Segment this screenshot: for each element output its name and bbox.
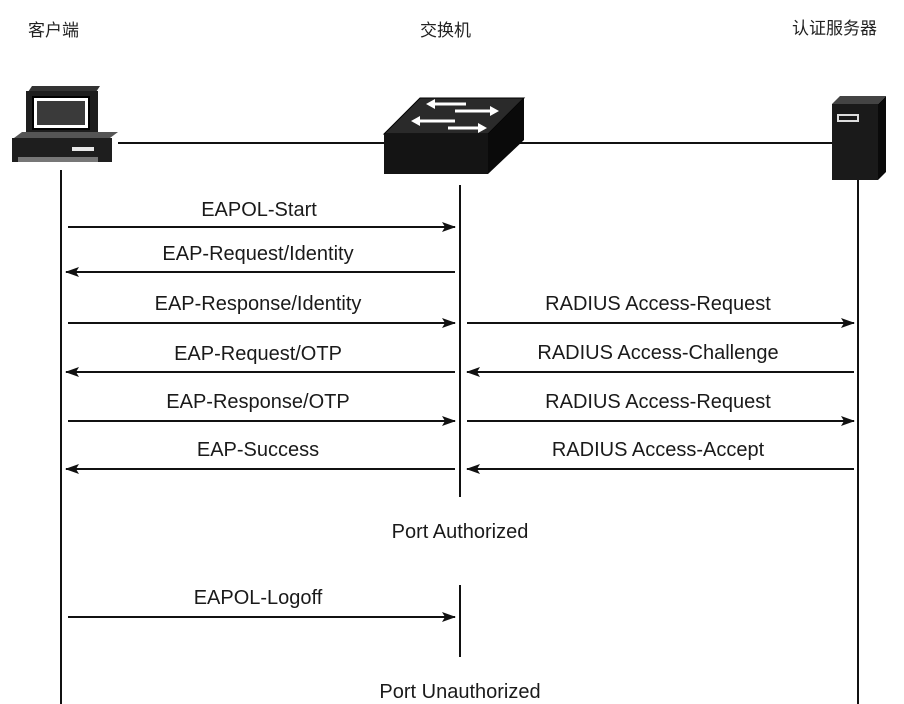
message-label: EAP-Request/OTP (174, 343, 342, 365)
message-label: EAP-Request/Identity (162, 243, 353, 265)
server-tower-icon (832, 96, 886, 180)
message-6: RADIUS Access-Challenge (466, 342, 854, 377)
message-label: EAP-Response/Identity (155, 293, 362, 315)
client-label: 客户端 (28, 21, 79, 41)
message-11: EAPOL-Logoff (68, 587, 456, 622)
network-switch-icon (382, 97, 526, 174)
port-authorized-label: Port Authorized (392, 521, 529, 543)
message-5: EAP-Request/OTP (65, 343, 455, 377)
message-7: EAP-Response/OTP (68, 391, 456, 426)
message-label: RADIUS Access-Request (545, 391, 771, 413)
switch-label: 交换机 (420, 21, 471, 41)
message-label: RADIUS Access-Accept (552, 439, 765, 461)
message-label: EAP-Response/OTP (166, 391, 349, 413)
message-label: RADIUS Access-Request (545, 293, 771, 315)
message-1: EAPOL-Start (68, 199, 456, 232)
message-3: EAP-Response/Identity (68, 293, 456, 328)
message-label: RADIUS Access-Challenge (537, 342, 778, 364)
message-4: RADIUS Access-Request (467, 293, 855, 328)
server-label: 认证服务器 (792, 19, 877, 39)
message-label: EAPOL-Start (201, 199, 317, 221)
message-9: EAP-Success (65, 439, 455, 474)
message-label: EAPOL-Logoff (194, 587, 323, 609)
message-10: RADIUS Access-Accept (466, 439, 854, 474)
message-2: EAP-Request/Identity (65, 243, 455, 277)
message-8: RADIUS Access-Request (467, 391, 855, 426)
port-unauthorized-label: Port Unauthorized (379, 681, 540, 703)
computer-icon (12, 86, 118, 162)
message-label: EAP-Success (197, 439, 319, 461)
